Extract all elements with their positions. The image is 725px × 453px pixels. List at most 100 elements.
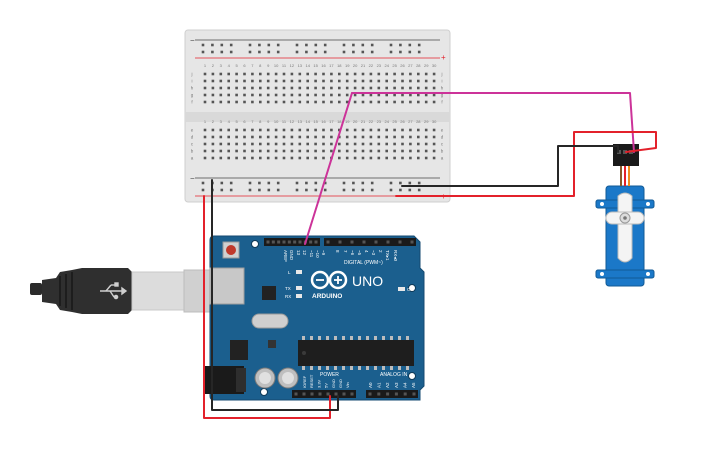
breadboard-hole[interactable] — [432, 79, 436, 83]
breadboard-hole[interactable] — [393, 93, 396, 97]
breadboard-hole[interactable] — [274, 149, 278, 153]
breadboard-hole[interactable] — [345, 93, 349, 97]
breadboard-hole[interactable] — [432, 135, 436, 139]
rail-hole[interactable] — [342, 43, 346, 47]
header-hole[interactable] — [410, 240, 414, 244]
breadboard-hole[interactable] — [432, 149, 436, 153]
breadboard-hole[interactable] — [345, 79, 349, 83]
breadboard-hole[interactable] — [361, 135, 365, 139]
rail-hole[interactable] — [352, 50, 355, 54]
breadboard-hole[interactable] — [417, 142, 420, 146]
breadboard-hole[interactable] — [409, 128, 412, 132]
rail-hole[interactable] — [258, 181, 261, 185]
rail-hole[interactable] — [220, 188, 224, 192]
rail-hole[interactable] — [220, 181, 224, 185]
breadboard-hole[interactable] — [306, 128, 309, 132]
rail-hole[interactable] — [305, 188, 308, 192]
breadboard-hole[interactable] — [409, 156, 412, 160]
wire-rail-negative-to-servo[interactable] — [401, 145, 619, 187]
breadboard-hole[interactable] — [266, 142, 270, 146]
breadboard-hole[interactable] — [401, 142, 404, 146]
breadboard-hole[interactable] — [432, 100, 436, 104]
breadboard-hole[interactable] — [203, 135, 207, 139]
breadboard-hole[interactable] — [401, 79, 404, 83]
breadboard-hole[interactable] — [266, 100, 270, 104]
breadboard-hole[interactable] — [290, 156, 294, 160]
breadboard-hole[interactable] — [243, 100, 246, 104]
breadboard-hole[interactable] — [298, 79, 302, 83]
breadboard-hole[interactable] — [322, 72, 325, 76]
rail-hole[interactable] — [370, 181, 374, 185]
breadboard-hole[interactable] — [266, 156, 270, 160]
breadboard-hole[interactable] — [361, 86, 365, 90]
breadboard-hole[interactable] — [203, 142, 207, 146]
rail-hole[interactable] — [201, 188, 205, 192]
breadboard-hole[interactable] — [417, 93, 420, 97]
breadboard-hole[interactable] — [322, 128, 325, 132]
rail-hole[interactable] — [201, 50, 205, 54]
breadboard-hole[interactable] — [353, 93, 357, 97]
breadboard-hole[interactable] — [235, 142, 238, 146]
breadboard-hole[interactable] — [259, 100, 262, 104]
rail-hole[interactable] — [417, 181, 421, 185]
rail-hole[interactable] — [323, 181, 327, 185]
breadboard-hole[interactable] — [227, 142, 230, 146]
breadboard-hole[interactable] — [353, 149, 357, 153]
rail-hole[interactable] — [370, 188, 374, 192]
breadboard-hole[interactable] — [424, 128, 428, 132]
rail-hole[interactable] — [361, 181, 365, 185]
breadboard-hole[interactable] — [330, 72, 333, 76]
rail-hole[interactable] — [229, 188, 233, 192]
breadboard-hole[interactable] — [259, 79, 262, 83]
breadboard-hole[interactable] — [251, 72, 254, 76]
rail-hole[interactable] — [267, 188, 271, 192]
breadboard-hole[interactable] — [345, 128, 349, 132]
breadboard-hole[interactable] — [401, 128, 404, 132]
breadboard-hole[interactable] — [345, 135, 349, 139]
rail-hole[interactable] — [211, 43, 214, 47]
rail-hole[interactable] — [399, 43, 402, 47]
breadboard-hole[interactable] — [259, 72, 262, 76]
breadboard-hole[interactable] — [314, 86, 317, 90]
breadboard-hole[interactable] — [401, 149, 404, 153]
rail-hole[interactable] — [314, 181, 318, 185]
breadboard-hole[interactable] — [259, 156, 262, 160]
breadboard-hole[interactable] — [353, 86, 357, 90]
breadboard-hole[interactable] — [211, 79, 215, 83]
rail-hole[interactable] — [295, 181, 299, 185]
wire-signal-pin9-to-breadboard[interactable] — [304, 92, 353, 245]
breadboard-hole[interactable] — [417, 100, 420, 104]
breadboard-hole[interactable] — [361, 79, 365, 83]
bottom-power-rail[interactable] — [201, 181, 421, 192]
rail-hole[interactable] — [295, 43, 299, 47]
breadboard-hole[interactable] — [211, 149, 215, 153]
breadboard-hole[interactable] — [227, 156, 230, 160]
header-hole[interactable] — [350, 240, 354, 244]
breadboard-hole[interactable] — [385, 128, 388, 132]
breadboard-hole[interactable] — [361, 156, 365, 160]
breadboard-hole[interactable] — [203, 72, 207, 76]
header-hole[interactable] — [326, 392, 330, 396]
header-hole[interactable] — [338, 240, 342, 244]
breadboard-hole[interactable] — [314, 142, 317, 146]
breadboard-hole[interactable] — [290, 149, 294, 153]
breadboard-hole[interactable] — [361, 93, 365, 97]
rail-hole[interactable] — [323, 50, 327, 54]
breadboard-hole[interactable] — [377, 72, 381, 76]
rail-hole[interactable] — [267, 43, 271, 47]
breadboard-hole[interactable] — [251, 128, 254, 132]
breadboard-hole[interactable] — [314, 72, 317, 76]
rail-hole[interactable] — [211, 50, 214, 54]
breadboard-hole[interactable] — [369, 79, 373, 83]
rail-hole[interactable] — [295, 188, 299, 192]
breadboard-hole[interactable] — [219, 135, 223, 139]
rail-hole[interactable] — [229, 43, 233, 47]
breadboard-hole[interactable] — [251, 135, 254, 139]
breadboard-hole[interactable] — [219, 93, 223, 97]
header-hole[interactable] — [314, 240, 318, 244]
header-hole[interactable] — [386, 392, 390, 396]
breadboard-hole[interactable] — [377, 149, 381, 153]
reset-button[interactable] — [226, 245, 236, 255]
